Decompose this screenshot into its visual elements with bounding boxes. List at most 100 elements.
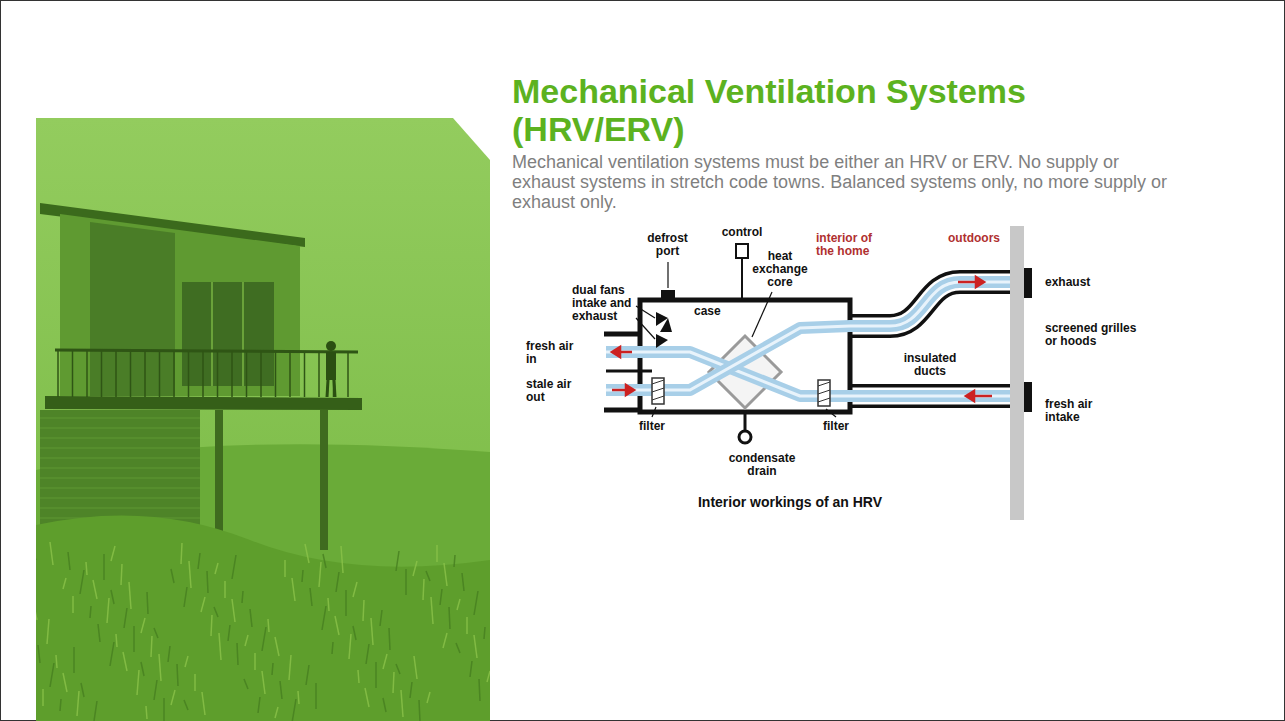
figure-caption: Interior workings of an HRV — [660, 494, 920, 510]
drawing-part — [292, 578, 295, 601]
drawing-part — [652, 378, 664, 404]
drawing-part — [36, 118, 490, 721]
drawing-part — [171, 690, 175, 705]
drawing-part — [818, 398, 830, 402]
drawing-part — [121, 564, 122, 585]
drawing-part — [474, 635, 477, 658]
drawing-part — [660, 318, 672, 332]
drawing-part — [347, 351, 349, 397]
drawing-part — [110, 642, 114, 666]
drawing-part — [604, 408, 642, 413]
drawing-part — [443, 633, 447, 648]
drawing-part — [33, 601, 37, 620]
drawing-part — [396, 551, 399, 571]
drawing-part — [219, 633, 221, 660]
drawing-part — [40, 478, 200, 479]
drawing-part — [289, 655, 291, 680]
drawing-part — [272, 663, 273, 675]
drawing-part — [741, 258, 743, 300]
drawing-part — [147, 592, 148, 614]
drawing-part — [345, 590, 347, 616]
drawing-part — [474, 591, 478, 615]
part-label: screened grilles or hoods — [1045, 322, 1145, 348]
drawing-part — [86, 562, 87, 575]
drawing-part — [242, 282, 244, 386]
zone-label: interior of the home — [816, 232, 886, 258]
drawing-part — [487, 671, 490, 682]
drawing-part — [652, 388, 664, 392]
drawing-part — [90, 222, 175, 396]
drawing-part — [111, 546, 115, 561]
drawing-part — [318, 351, 320, 397]
drawing-part — [315, 683, 317, 709]
drawing-part — [826, 409, 836, 417]
drawing-part — [154, 628, 158, 638]
drawing-part — [326, 352, 336, 380]
control-box — [736, 244, 748, 258]
drawing-part — [129, 582, 131, 609]
drawing-part — [60, 214, 300, 396]
drawing-part — [636, 306, 655, 318]
drawing-part — [40, 458, 200, 459]
drawing-part — [237, 643, 238, 665]
filters — [652, 378, 830, 406]
drawing-part — [327, 380, 328, 397]
drawing-part — [393, 672, 394, 693]
drawing-part — [173, 351, 175, 397]
drawing-part — [656, 334, 668, 348]
drawing-part — [375, 662, 377, 688]
drawing-part — [262, 627, 266, 651]
drawing-part — [232, 555, 236, 579]
part-label: filter — [632, 420, 672, 433]
drawing-part — [58, 351, 348, 397]
drawing-part — [818, 380, 830, 406]
drawing-part — [47, 619, 49, 644]
drawing-part — [371, 618, 373, 645]
drawing-part — [72, 596, 74, 613]
drawing-part — [414, 656, 417, 679]
drawing-part — [250, 609, 252, 627]
drawing-part — [636, 318, 655, 339]
drawing-part — [457, 599, 460, 610]
drawing-part — [98, 624, 100, 642]
drawing-part — [184, 700, 188, 710]
drawing-part — [40, 508, 200, 509]
wall — [1010, 226, 1024, 520]
body-text: Mechanical ventilation systems must be e… — [512, 152, 1177, 212]
part-label: control — [712, 226, 772, 239]
drawing-part — [444, 563, 447, 586]
filter-hatching — [652, 380, 830, 402]
drawing-part — [456, 643, 460, 653]
drawing-part — [159, 654, 161, 681]
drawing-part — [363, 600, 364, 621]
flow-label: fresh air intake — [1045, 398, 1107, 424]
drawing-part — [111, 590, 114, 604]
drawing-part — [966, 391, 974, 401]
drawing-part — [77, 691, 79, 716]
drawing-part — [328, 598, 329, 611]
drawing-part — [436, 545, 438, 562]
drawing-part — [380, 610, 382, 626]
drawing-part — [63, 673, 67, 692]
drawing-part — [184, 587, 187, 607]
part-label: heat exchange core — [747, 250, 813, 289]
drawing-part — [217, 351, 219, 397]
drawing-part — [73, 647, 75, 673]
part-label: insulated ducts — [898, 352, 962, 378]
drawing-part — [171, 569, 174, 583]
zone-label: outdoors — [948, 232, 1008, 245]
drawing-part — [215, 563, 218, 574]
drawing-part — [479, 679, 480, 701]
drawing-part — [214, 607, 218, 617]
drawing-part — [604, 332, 642, 337]
drawing-part — [332, 642, 333, 654]
part-label: filter — [816, 420, 856, 433]
drawing-part — [232, 599, 235, 622]
drawing-part — [40, 498, 200, 499]
drawing-part — [181, 543, 182, 564]
drawing-part — [163, 698, 165, 721]
drawing-part — [410, 682, 412, 698]
drawing-part — [231, 351, 233, 397]
drawing-part — [606, 282, 1010, 390]
drawing-part — [262, 671, 265, 694]
